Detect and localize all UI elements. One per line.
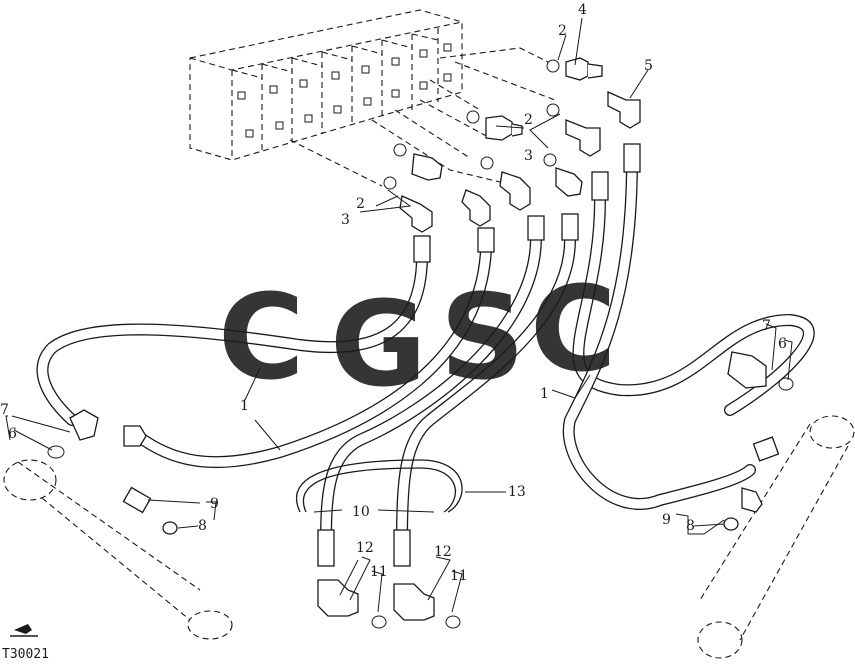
hoses bbox=[36, 154, 815, 546]
callout-5: 5 bbox=[644, 58, 653, 74]
deere-logo-icon bbox=[10, 624, 38, 637]
callout-12-right: 12 bbox=[434, 544, 452, 560]
callout-11-left: 11 bbox=[370, 564, 388, 580]
callout-13: 13 bbox=[508, 484, 526, 500]
callout-7-left: 7 bbox=[0, 402, 9, 418]
callout-11-right: 11 bbox=[450, 568, 468, 584]
cgsc-watermark: C G S C bbox=[218, 260, 617, 413]
watermark-letter-s: S bbox=[440, 268, 525, 406]
right-cylinder bbox=[697, 351, 855, 659]
lower-elbows bbox=[317, 579, 461, 629]
callout-10: 10 bbox=[352, 504, 370, 520]
callout-3-mid: 3 bbox=[524, 148, 533, 164]
control-valve-stack bbox=[189, 9, 556, 187]
upper-fittings bbox=[383, 57, 641, 233]
watermark-letter-c2: C bbox=[530, 260, 617, 398]
figure-code: T30021 bbox=[2, 647, 49, 662]
callout-8-right: 8 bbox=[686, 518, 695, 534]
left-cylinder bbox=[3, 409, 233, 640]
watermark-letter-g: G bbox=[330, 275, 427, 413]
callout-2-left: 2 bbox=[356, 196, 365, 212]
leader-lines bbox=[5, 17, 793, 613]
callout-1-left: 1 bbox=[240, 398, 249, 414]
callout-3-left: 3 bbox=[341, 212, 350, 228]
callout-6-left: 6 bbox=[8, 426, 17, 442]
callout-12-left: 12 bbox=[356, 540, 374, 556]
callout-2-mid: 2 bbox=[524, 112, 533, 128]
callout-numbers: 1 1 2 2 2 3 3 4 5 6 6 7 7 8 8 9 9 10 11 … bbox=[0, 2, 787, 584]
callout-6-right: 6 bbox=[778, 336, 787, 352]
callout-9-left: 9 bbox=[210, 496, 219, 512]
callout-2-top: 2 bbox=[558, 23, 567, 39]
callout-7-right: 7 bbox=[762, 318, 771, 334]
callout-1-right: 1 bbox=[540, 386, 549, 402]
watermark-letter-c1: C bbox=[218, 268, 305, 406]
callout-8-left: 8 bbox=[198, 518, 207, 534]
hose-end-fittings bbox=[317, 143, 641, 567]
callout-4: 4 bbox=[578, 2, 587, 18]
callout-9-right: 9 bbox=[662, 512, 671, 528]
